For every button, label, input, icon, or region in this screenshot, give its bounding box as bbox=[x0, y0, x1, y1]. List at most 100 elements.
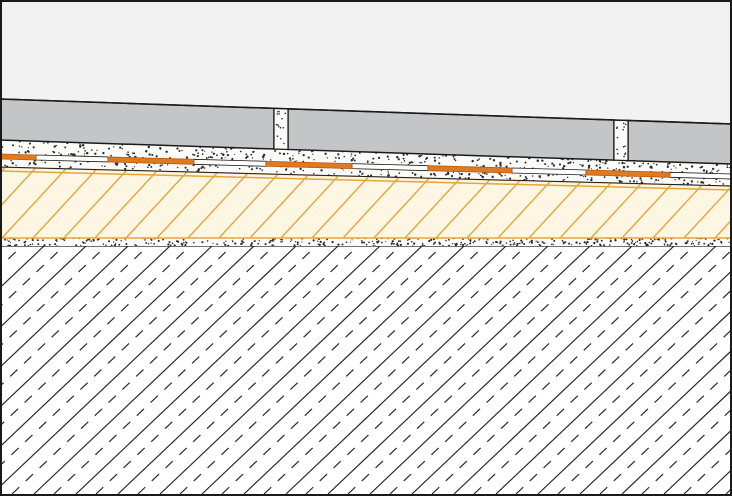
adhesive-dot bbox=[446, 171, 450, 174]
adhesive-dot bbox=[28, 142, 31, 145]
mortar-dot bbox=[713, 239, 716, 242]
mortar-dot bbox=[26, 238, 28, 240]
adhesive-dot bbox=[151, 153, 154, 157]
adhesive-dot bbox=[372, 157, 375, 160]
insulation-hatch-line bbox=[683, 167, 732, 238]
adhesive-dot bbox=[434, 174, 437, 177]
adhesive-dot bbox=[504, 174, 506, 177]
adhesive-dot bbox=[438, 162, 441, 165]
tile bbox=[627, 119, 732, 165]
mortar-dot bbox=[586, 240, 589, 244]
adhesive-dot bbox=[478, 158, 481, 160]
mortar-dot bbox=[216, 243, 219, 245]
mortar-dot bbox=[516, 242, 519, 245]
adhesive-dot bbox=[558, 163, 562, 166]
substrate-hatch-dashed bbox=[11, 246, 275, 494]
adhesive-dot bbox=[79, 144, 82, 147]
adhesive-dot bbox=[696, 181, 699, 183]
joint-dot bbox=[622, 146, 625, 148]
membrane-strip bbox=[107, 156, 195, 165]
mortar-dot bbox=[635, 244, 638, 246]
substrate-hatch-line bbox=[117, 246, 381, 494]
adhesive-dot bbox=[361, 172, 364, 175]
adhesive-dot bbox=[561, 167, 565, 170]
mortar-dot bbox=[385, 241, 387, 243]
mortar-dot bbox=[312, 239, 315, 242]
mortar-dot bbox=[528, 241, 531, 244]
joint-dot bbox=[278, 113, 281, 115]
mortar-dot bbox=[279, 239, 282, 241]
adhesive-dot bbox=[728, 166, 730, 169]
adhesive-dot bbox=[155, 155, 158, 158]
mortar-dot bbox=[703, 242, 706, 245]
mortar-dot bbox=[375, 241, 378, 243]
mortar-dot bbox=[707, 244, 710, 246]
adhesive-dot bbox=[442, 155, 444, 157]
adhesive-dot bbox=[569, 161, 572, 164]
mortar-dot bbox=[521, 241, 524, 244]
substrate-hatch-dashed bbox=[305, 246, 569, 494]
adhesive-dot bbox=[402, 157, 405, 160]
joint-dot bbox=[622, 128, 624, 131]
adhesive-dot bbox=[115, 163, 118, 166]
mortar-dot bbox=[84, 242, 87, 244]
mortar-dot bbox=[657, 238, 660, 241]
substrate-hatch-line bbox=[33, 246, 297, 494]
mortar-dot bbox=[602, 244, 605, 246]
adhesive-dot bbox=[615, 176, 619, 179]
joint-dot bbox=[616, 127, 618, 130]
adhesive-dot bbox=[222, 153, 225, 157]
mortar-dot bbox=[632, 243, 635, 246]
adhesive-dot bbox=[84, 149, 87, 152]
mortar-dot bbox=[631, 240, 634, 242]
adhesive-dot bbox=[184, 166, 187, 169]
adhesive-dot bbox=[67, 153, 70, 156]
mortar-dot bbox=[509, 240, 511, 243]
mortar-dot bbox=[281, 238, 283, 241]
mortar-dot bbox=[373, 242, 375, 245]
adhesive-dot bbox=[131, 152, 134, 154]
adhesive-dot bbox=[655, 163, 658, 166]
substrate-hatch-line bbox=[159, 246, 423, 494]
adhesive-dot bbox=[245, 156, 248, 159]
mortar-dot bbox=[120, 240, 122, 242]
adhesive-dot bbox=[702, 169, 706, 172]
adhesive-dot bbox=[53, 151, 56, 154]
adhesive-dot bbox=[371, 161, 373, 164]
substrate-hatch-line bbox=[0, 246, 171, 494]
mortar-dot bbox=[273, 244, 275, 246]
substrate-hatch-line bbox=[0, 246, 87, 494]
membrane-strip bbox=[265, 160, 353, 170]
adhesive-dot bbox=[524, 176, 527, 178]
mortar-dot bbox=[523, 243, 526, 245]
mortar-dot bbox=[623, 238, 626, 241]
mortar-dot bbox=[162, 238, 164, 241]
mortar-dot bbox=[670, 242, 673, 245]
adhesive-dot bbox=[485, 173, 488, 175]
mortar-dot bbox=[593, 242, 596, 245]
adhesive-dot bbox=[11, 161, 15, 165]
adhesive-dot bbox=[354, 154, 357, 157]
adhesive-dot bbox=[250, 153, 253, 156]
adhesive-dot bbox=[12, 144, 15, 147]
adhesive-dot bbox=[263, 153, 266, 157]
mortar-dot bbox=[675, 243, 678, 246]
tile-surface-line bbox=[0, 98, 732, 125]
adhesive-dot bbox=[699, 166, 702, 169]
substrate-hatch-line bbox=[327, 246, 591, 494]
adhesive-dot bbox=[666, 165, 670, 168]
mortar-dot bbox=[14, 238, 16, 241]
adhesive-dot bbox=[167, 164, 169, 166]
mortar-dot bbox=[7, 244, 10, 246]
mortar-dot bbox=[664, 240, 667, 243]
joint-dot bbox=[277, 125, 280, 128]
adhesive-dot bbox=[640, 181, 644, 184]
adhesive-dot bbox=[460, 172, 463, 175]
adhesive-dot bbox=[186, 168, 189, 171]
adhesive-dot bbox=[220, 152, 223, 155]
mortar-dot bbox=[55, 238, 58, 242]
mortar-dot bbox=[423, 245, 426, 246]
adhesive-dot bbox=[499, 164, 502, 167]
mortar-dot bbox=[553, 239, 556, 242]
mortar-dot bbox=[319, 240, 322, 244]
